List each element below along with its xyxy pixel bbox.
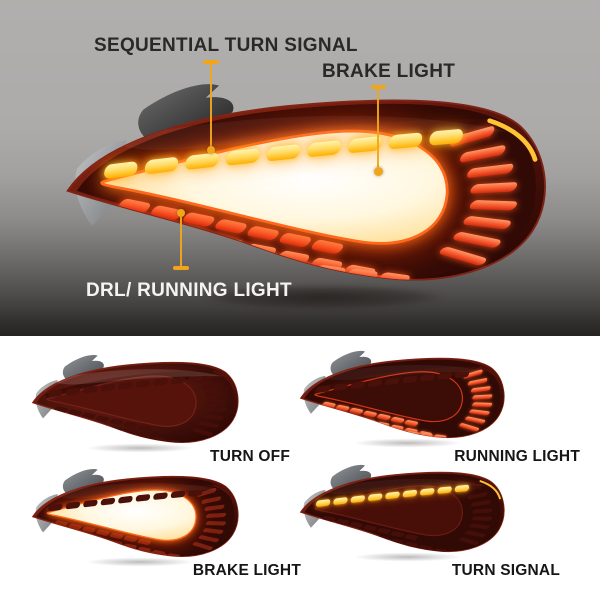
taillight-graphic bbox=[299, 350, 505, 439]
thumb-running-light-image bbox=[298, 350, 508, 449]
callout-dot-icon bbox=[207, 146, 215, 154]
taillight-graphic bbox=[299, 464, 505, 553]
callout-line bbox=[180, 217, 182, 266]
turn-signal-label: TURN SIGNAL bbox=[451, 562, 560, 579]
brake-light-label: BRAKE LIGHT bbox=[322, 61, 456, 82]
thumb-turn-signal-image bbox=[298, 464, 508, 563]
drl-running-light-label: DRL/ RUNNING LIGHT bbox=[86, 280, 292, 301]
running-light-label: RUNNING LIGHT bbox=[454, 448, 580, 465]
callout-bar-icon bbox=[173, 266, 189, 270]
turn-off-label: TURN OFF bbox=[210, 448, 290, 465]
callout-line bbox=[210, 64, 212, 148]
callout-line bbox=[377, 89, 379, 167]
brake-light-mode-label: BRAKE LIGHT bbox=[192, 562, 301, 579]
sequential-turn-signal-label: SEQUENTIAL TURN SIGNAL bbox=[94, 35, 358, 56]
callout-bar-icon bbox=[203, 60, 219, 64]
hero-section: SEQUENTIAL TURN SIGNAL BRAKE LIGHT DRL/ … bbox=[0, 0, 600, 336]
modes-section: TURN OFF RUNNING LIGHT bbox=[0, 336, 600, 600]
callout-bar-icon bbox=[371, 85, 386, 89]
taillight-graphic bbox=[31, 354, 239, 443]
taillight-graphic bbox=[31, 468, 239, 557]
callout-dot-icon bbox=[177, 209, 185, 217]
taillight-graphic bbox=[66, 84, 546, 281]
thumb-turn-off-image bbox=[30, 354, 242, 454]
hero-taillight-image bbox=[62, 82, 554, 294]
thumb-brake-light-image bbox=[30, 468, 242, 568]
lamp-shadow bbox=[150, 280, 495, 314]
callout-dot-icon bbox=[374, 167, 383, 176]
